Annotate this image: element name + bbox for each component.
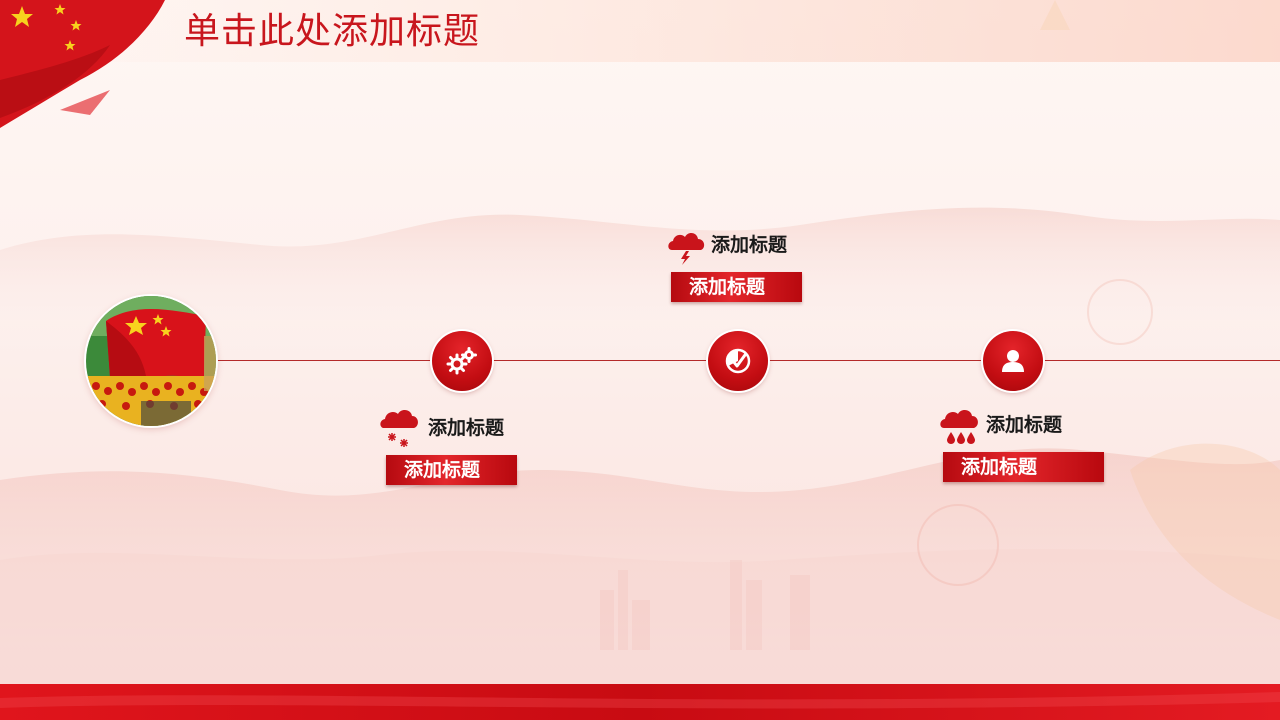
gears-icon [446, 347, 477, 375]
timeline-item-2-title[interactable]: 添加标题 [711, 234, 788, 256]
timeline-item-2-bar[interactable]: 添加标题 [671, 272, 802, 302]
timeline-item-3-title[interactable]: 添加标题 [986, 414, 1063, 436]
header-band [0, 0, 1280, 62]
timeline-node-1[interactable] [432, 331, 492, 391]
timeline-item-1-bar[interactable]: 添加标题 [386, 455, 517, 485]
timeline-node-3[interactable] [983, 331, 1043, 391]
snow-cloud-icon [380, 410, 418, 447]
rain-cloud-icon [940, 410, 978, 444]
thunder-cloud-icon [668, 233, 705, 265]
user-icon [1002, 350, 1024, 372]
photo-flag-ceremony [86, 296, 216, 426]
flag-photo-image [86, 296, 216, 426]
clock-check-icon [725, 348, 751, 374]
timeline-item-3-bar[interactable]: 添加标题 [943, 452, 1104, 482]
flag-decoration [0, 0, 165, 128]
bottom-band [0, 684, 1280, 720]
timeline-node-2[interactable] [708, 331, 768, 391]
timeline-item-1-title[interactable]: 添加标题 [428, 417, 505, 439]
page-title[interactable]: 单击此处添加标题 [184, 11, 481, 52]
